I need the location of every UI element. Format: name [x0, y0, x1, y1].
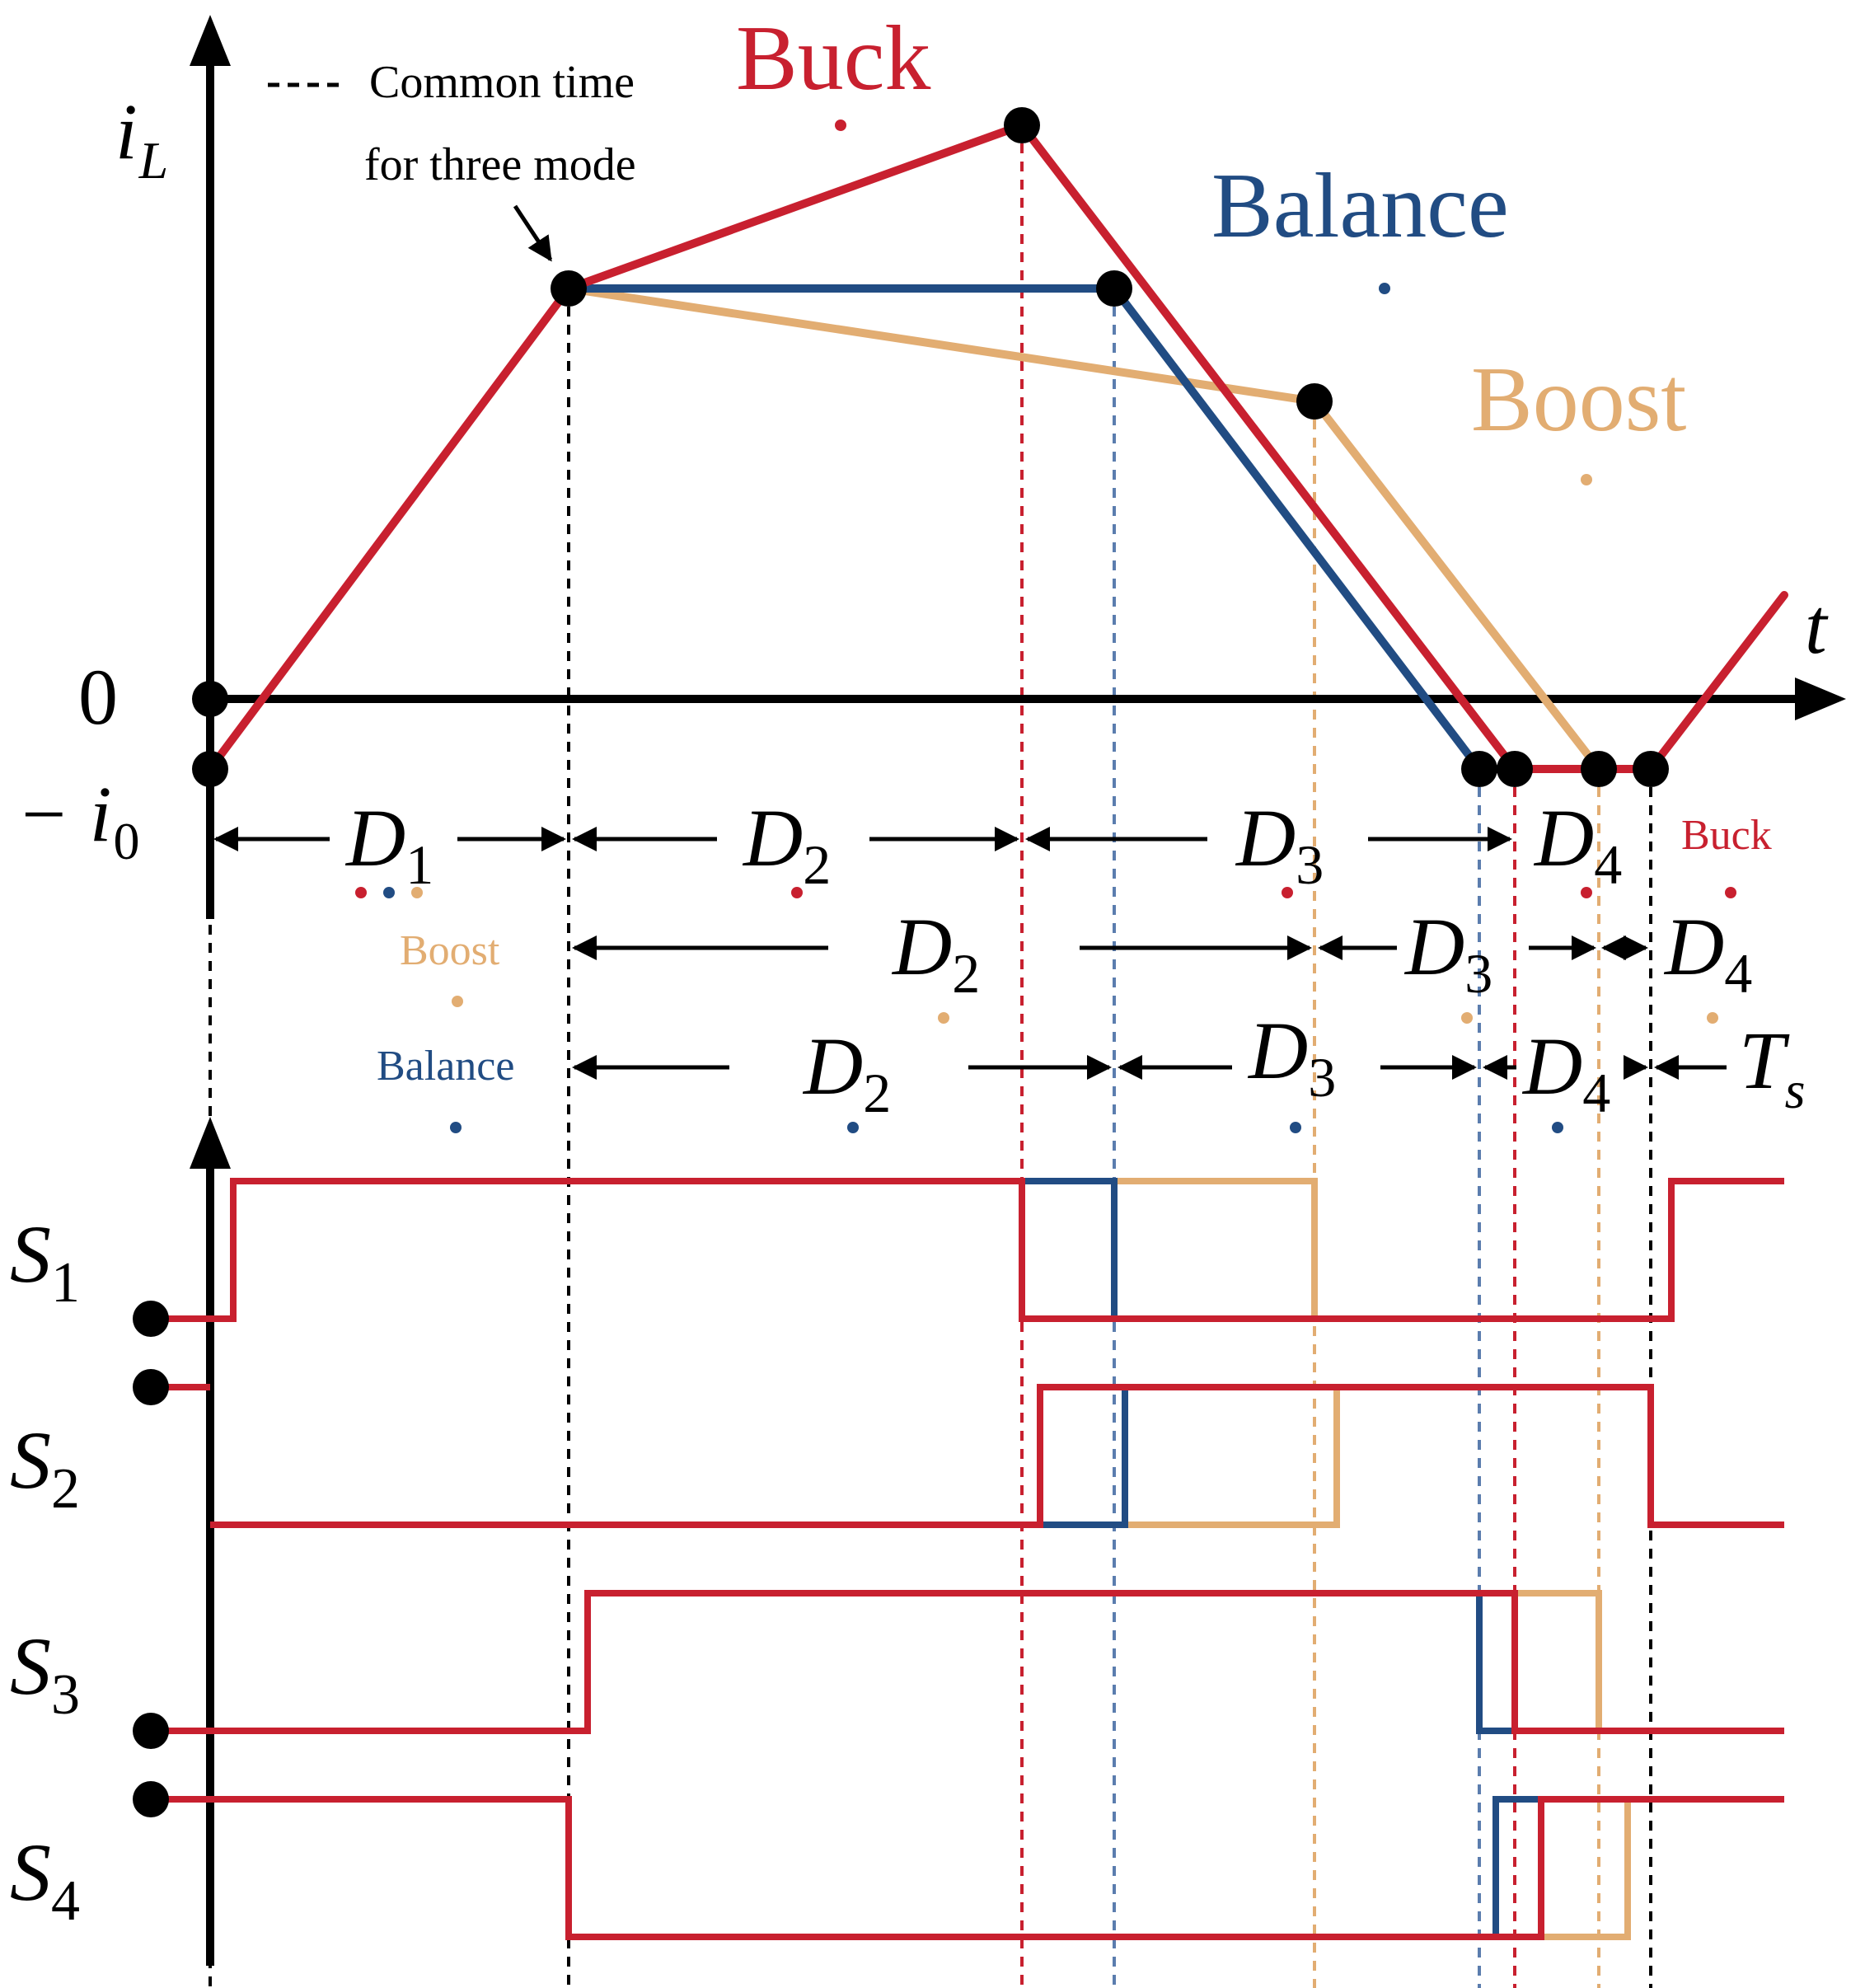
s3-boost — [1515, 1590, 1602, 1731]
marker-buck-zero — [1497, 751, 1533, 787]
d1-dot-boost — [411, 887, 423, 898]
legend-pointer-arrow-icon — [513, 204, 553, 262]
title-boost-dot — [1581, 474, 1592, 485]
marker-balance-end — [1096, 270, 1132, 307]
title-boost: Boost — [1471, 349, 1686, 451]
marker-buck-peak — [1004, 107, 1040, 143]
marker-balance-zero — [1461, 751, 1497, 787]
d1-dot-buck — [355, 887, 367, 898]
legend-line-1: Common time — [369, 57, 635, 108]
row-balance-label: Balance — [377, 1043, 514, 1090]
d4-buck-dot — [1581, 887, 1592, 898]
d1-dot-balance — [383, 887, 395, 898]
d4-boost-dot — [1707, 1012, 1718, 1024]
d3-boost-dot — [1461, 1012, 1473, 1024]
s4-buck — [151, 1796, 1784, 1940]
d4-balance-dot — [1552, 1122, 1563, 1133]
s2-buck — [210, 1384, 1784, 1528]
common-time-legend: Common time for three mode — [268, 57, 636, 262]
title-balance: Balance — [1211, 155, 1509, 257]
d3-balance-label: D3 — [1247, 1005, 1336, 1109]
row-balance-label-dot — [450, 1122, 462, 1133]
row-buck-label: Buck — [1681, 812, 1772, 859]
d4-boost-label: D4 — [1663, 901, 1752, 1005]
y-axis-label: iL — [115, 87, 168, 190]
d2-boost-dot — [938, 1012, 949, 1024]
waveform-markers — [192, 107, 1669, 787]
s2-marker — [133, 1369, 169, 1405]
s4-marker — [133, 1781, 169, 1817]
y-axis-arrow-icon — [190, 15, 231, 66]
guide-lines — [209, 125, 1652, 1988]
s1-balance — [1022, 1178, 1118, 1319]
d3-buck-dot — [1282, 887, 1293, 898]
switch-markers — [133, 1301, 169, 1817]
x-axis-label: t — [1805, 582, 1829, 670]
d2-buck-dot — [791, 887, 803, 898]
s3-balance — [1476, 1593, 1515, 1734]
d4-balance-label: D4 — [1521, 1020, 1610, 1124]
d2-balance-label: D2 — [802, 1020, 891, 1124]
interval-annotations: D1 D2 D3 D4 Buck Boost D2 D3 D4 Balance — [213, 792, 1806, 1133]
s1-buck — [151, 1178, 1784, 1322]
marker-boost-zero — [1581, 751, 1617, 787]
row-buck-label-dot — [1725, 887, 1736, 898]
marker-zero-origin — [192, 681, 228, 717]
row-boost-label: Boost — [400, 927, 500, 974]
row-boost-label-dot — [452, 996, 463, 1007]
d4-buck-label: D4 — [1533, 792, 1622, 896]
axis-labels: iL t 0 − i0 — [16, 87, 1829, 870]
legend-line-2: for three mode — [364, 139, 636, 190]
title-buck: Buck — [736, 7, 930, 110]
switch-axis-arrow-icon — [190, 1117, 231, 1169]
d2-balance-dot — [847, 1122, 859, 1133]
s4-boost — [1541, 1796, 1631, 1940]
s1-label: S1 — [10, 1208, 80, 1315]
s3-buck — [151, 1590, 1784, 1734]
s1-boost — [1114, 1178, 1318, 1319]
d3-balance-dot — [1290, 1122, 1301, 1133]
s2-boost — [1125, 1387, 1340, 1528]
d2-buck-label: D2 — [742, 792, 831, 896]
d1-label: D1 — [344, 792, 433, 896]
marker-minus-i0 — [192, 751, 228, 787]
d2-boost-label: D2 — [891, 901, 980, 1005]
mode-titles: Buck Balance Boost — [736, 7, 1686, 485]
buck-waveform-next — [1647, 591, 1788, 773]
s4-balance — [1492, 1796, 1541, 1937]
switch-labels: S1 S2 S3 S4 — [10, 1208, 80, 1933]
x-axis-arrow-icon — [1795, 678, 1846, 720]
title-buck-dot — [835, 120, 846, 131]
s4-label: S4 — [10, 1826, 80, 1933]
d3-boost-label: D3 — [1403, 901, 1492, 1005]
s3-label: S3 — [10, 1620, 80, 1727]
s3-marker — [133, 1713, 169, 1749]
d3-buck-label: D3 — [1235, 792, 1324, 896]
zero-label: 0 — [78, 653, 118, 741]
ts-label: Ts — [1739, 1015, 1806, 1119]
marker-boost-end — [1296, 383, 1333, 420]
s1-marker — [133, 1301, 169, 1337]
s2-balance — [1040, 1387, 1128, 1528]
title-balance-dot — [1379, 283, 1390, 294]
switch-waveforms — [151, 1178, 1784, 1940]
marker-ts — [1633, 751, 1669, 787]
minus-i0-label: − i0 — [16, 770, 139, 870]
s2-label: S2 — [10, 1414, 80, 1521]
marker-common — [551, 270, 587, 307]
